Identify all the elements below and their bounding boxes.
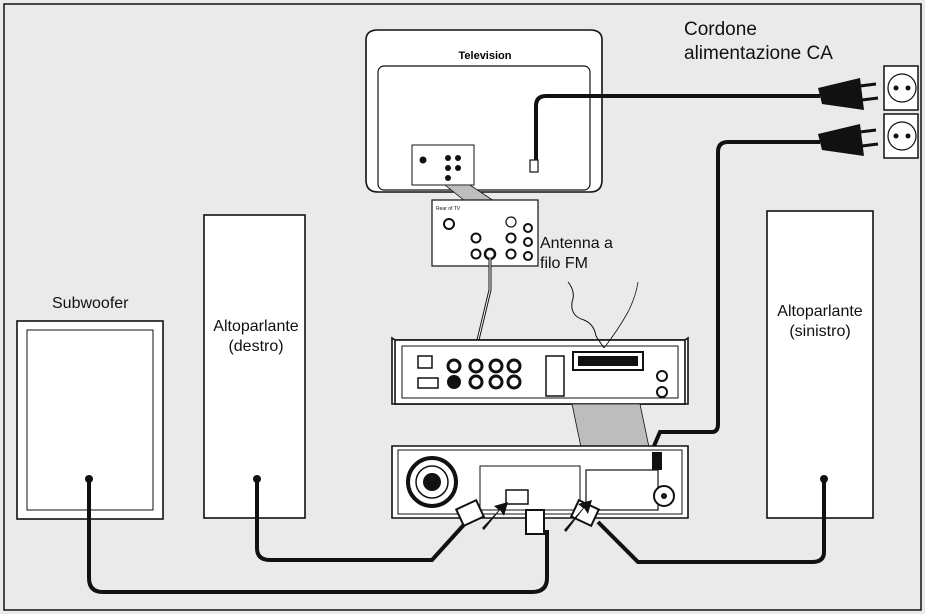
speaker-right-box (203, 214, 306, 519)
fm-antenna-wire (567, 281, 605, 349)
arrow-icon (482, 500, 592, 532)
amplifier-unit (391, 445, 689, 519)
power-plug-icon (818, 78, 879, 156)
rear-of-tv-panel (431, 199, 539, 267)
fm-antenna-label-line2: filo FM (540, 255, 588, 272)
fm-antenna-label-line1: Antenna a (540, 235, 613, 252)
speaker-right-label: Altoparlante (destro) (196, 317, 316, 357)
speaker-left-label-line2: (sinistro) (789, 323, 851, 340)
speaker-left-label: Altoparlante (sinistro) (758, 302, 882, 342)
speaker-left-wire (596, 479, 826, 564)
speaker-left-box (766, 210, 874, 519)
amp-power-cord (652, 140, 820, 447)
rear-of-tv-label: Rear of TV (436, 206, 461, 212)
scart-ribbon (571, 403, 651, 453)
subwoofer-wire (87, 479, 549, 594)
tv-title-label: Television (458, 50, 512, 62)
speaker-left-label-line1: Altoparlante (777, 303, 863, 320)
power-cord-label-line1: Cordone (684, 19, 757, 40)
fm-antenna-label: Antenna a filo FM (540, 234, 613, 274)
fm-antenna-wire-end (603, 281, 639, 349)
power-cord-label: Cordone alimentazione CA (684, 18, 833, 66)
video-cable-highlight (477, 258, 491, 341)
wall-socket-icon (883, 65, 919, 159)
tv-power-cord (534, 94, 820, 160)
speaker-right-wire (255, 479, 472, 562)
speaker-right-label-line2: (destro) (228, 338, 284, 355)
power-cord-label-line2: alimentazione CA (684, 42, 833, 64)
fan-grille-icon (406, 456, 458, 508)
main-unit (391, 336, 689, 405)
subwoofer-label: Subwoofer (52, 295, 129, 312)
speaker-right-label-line1: Altoparlante (213, 318, 299, 335)
